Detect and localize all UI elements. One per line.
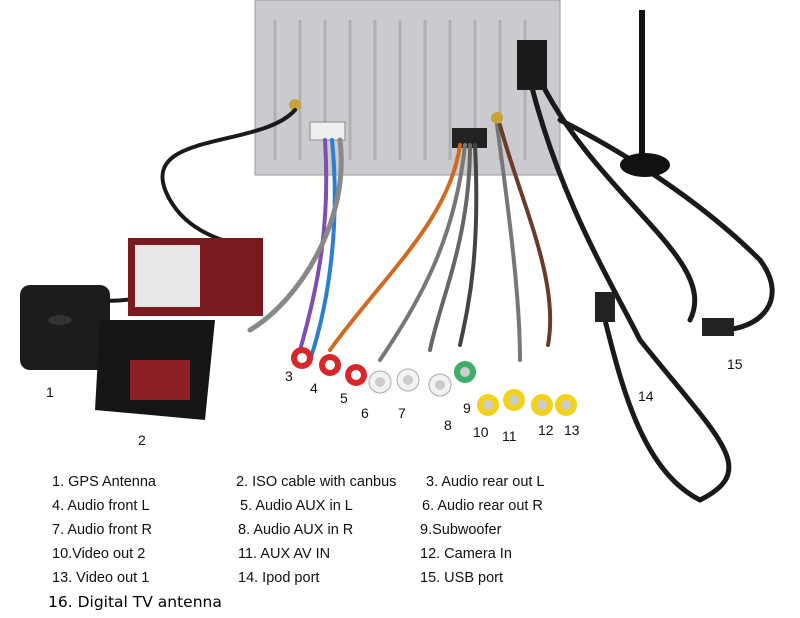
callout-1: 1 — [46, 384, 54, 400]
callout-15: 15 — [727, 356, 743, 372]
legend-item: 5. Audio AUX in L — [240, 498, 353, 514]
callout-13: 13 — [564, 422, 580, 438]
usb-plug — [702, 318, 734, 336]
callout-5: 5 — [340, 390, 348, 406]
callout-6: 6 — [361, 405, 369, 421]
callout-2: 2 — [138, 432, 146, 448]
legend-item: 13. Video out 1 — [52, 570, 150, 586]
legend-item: 14. Ipod port — [238, 570, 320, 586]
legend-item: 9.Subwoofer — [420, 522, 502, 538]
legend-item: 11. AUX AV IN — [238, 546, 331, 562]
callout-10: 10 — [473, 424, 489, 440]
callout-7: 7 — [398, 405, 406, 421]
callout-12: 12 — [538, 422, 554, 438]
callout-11: 11 — [502, 428, 517, 444]
legend-item: 2. ISO cable with canbus — [236, 474, 397, 490]
callout-9: 9 — [463, 400, 471, 416]
legend-item: 3. Audio rear out L — [426, 474, 545, 490]
ipod-plug — [595, 292, 615, 322]
callout-14: 14 — [638, 388, 654, 404]
callout-8: 8 — [444, 417, 452, 433]
legend-item: 15. USB port — [420, 570, 504, 586]
legend-item: 8. Audio AUX in R — [238, 522, 354, 538]
callout-3: 3 — [285, 368, 293, 384]
gps-antenna — [20, 285, 110, 370]
legend-item: 6. Audio rear out R — [422, 498, 543, 514]
legend-item: 16. Digital TV antenna — [48, 593, 222, 611]
rca-connectors — [291, 347, 577, 416]
legend-item: 7. Audio front R — [52, 522, 152, 538]
legend-item: 4. Audio front L — [52, 498, 150, 514]
legend-item: 12. Camera In — [420, 546, 512, 562]
legend-item: 1. GPS Antenna — [52, 474, 156, 490]
iso-canbus — [95, 238, 263, 420]
head-unit — [254, 0, 561, 176]
legend-item: 10.Video out 2 — [52, 546, 146, 562]
callout-4: 4 — [310, 380, 318, 396]
tv-antenna — [620, 10, 670, 177]
